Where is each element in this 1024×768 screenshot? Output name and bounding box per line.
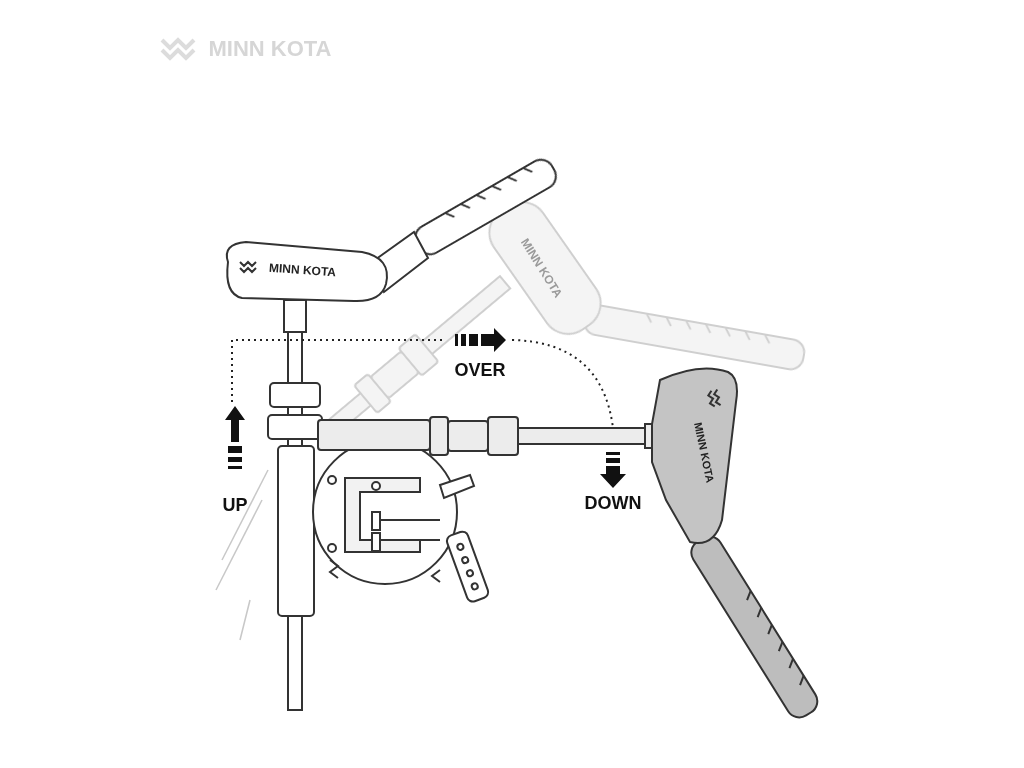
down-arrow [600,452,626,488]
watermark-logo [162,40,194,58]
watermark: MINN KOTA [208,38,331,60]
brand-label: MINN KOTA [519,236,565,299]
faint-bracket-lines [216,470,268,640]
over-arrow [455,328,506,352]
motion-path [232,340,613,428]
lowered-head [652,368,822,722]
motion-label: UP [222,496,247,514]
brand-label: MINN KOTA [692,421,716,483]
motion-label: DOWN [585,494,642,512]
upright-head [227,155,561,301]
stowed-shaft [318,417,657,455]
mount-bracket [313,440,490,603]
motion-label: OVER [454,361,505,379]
brand-label: MINN KOTA [269,262,337,279]
up-arrow [225,406,245,469]
head-logo [240,262,256,272]
head-logo [707,390,720,408]
